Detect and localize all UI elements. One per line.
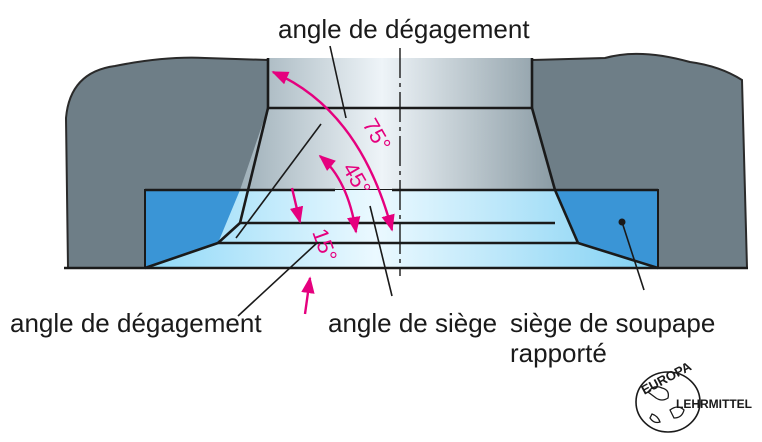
insert-marker-dot: [618, 218, 626, 226]
label-seat-angle: angle de siège: [328, 308, 497, 338]
cylinder-head-left: [64, 56, 269, 269]
cylinder-head-right: [531, 52, 749, 269]
logo-text-bottom: LEHRMITTEL: [676, 397, 752, 411]
label-relief-angle-top: angle de dégagement: [278, 14, 530, 44]
label-seat-insert-line2: rapporté: [510, 338, 607, 368]
publisher-logo: EUROPA LEHRMITTEL: [635, 358, 752, 433]
logo-continents-icon: [647, 386, 685, 424]
label-seat-insert-line1: siège de soupape: [510, 308, 715, 338]
leader-lines: [235, 45, 645, 317]
logo-globe-icon: [635, 371, 701, 433]
label-relief-angle-left: angle de dégagement: [10, 308, 262, 338]
angle-arcs: [271, 70, 395, 315]
